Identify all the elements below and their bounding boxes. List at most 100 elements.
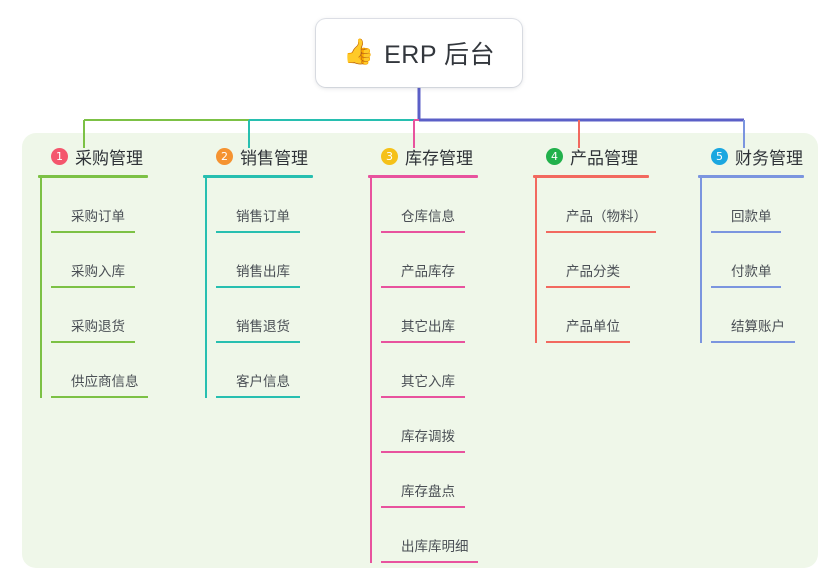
- branch-item-rule: [51, 341, 135, 343]
- branch-item-label: 采购入库: [71, 264, 125, 279]
- branch-item[interactable]: 采购退货: [51, 288, 148, 343]
- branch-item-label: 销售订单: [236, 209, 290, 224]
- branch-item-rule: [51, 396, 148, 398]
- branch-title: 财务管理: [735, 148, 803, 168]
- branch-item-rule: [216, 396, 300, 398]
- branch-item-rule: [381, 451, 465, 453]
- branch-item-rule: [711, 231, 781, 233]
- branch-item-label: 库存调拨: [401, 429, 455, 444]
- branch-item-label: 采购订单: [71, 209, 125, 224]
- branch-item-label: 客户信息: [236, 374, 290, 389]
- branch-item[interactable]: 产品分类: [546, 233, 649, 288]
- thumbs-up-icon: 👍: [342, 37, 375, 66]
- branch-number-badge: 3: [381, 147, 398, 165]
- branch-title: 销售管理: [240, 148, 308, 168]
- branch-header-1[interactable]: 1 采购管理: [38, 143, 148, 169]
- branch-item[interactable]: 产品单位: [546, 288, 649, 343]
- root-node[interactable]: 👍 ERP 后台: [316, 19, 522, 87]
- branch-header-rule: [38, 175, 148, 178]
- branch-item-label: 产品单位: [566, 319, 620, 334]
- branch-number-badge: 5: [711, 147, 728, 165]
- branch-header-rule: [533, 175, 649, 178]
- branch-item-label: 仓库信息: [401, 209, 455, 224]
- branch-header-rule: [368, 175, 478, 178]
- root-node-title: ERP 后台: [384, 41, 496, 69]
- branch-item[interactable]: 产品库存: [381, 233, 478, 288]
- branch-title: 库存管理: [405, 148, 473, 168]
- branch-item-rule: [546, 286, 630, 288]
- branch-item-list: 销售订单销售出库销售退货客户信息: [203, 178, 313, 398]
- branch-item[interactable]: 结算账户: [711, 288, 804, 343]
- branch-column-5: 5 财务管理回款单付款单结算账户: [698, 143, 804, 343]
- branch-header-4[interactable]: 4 产品管理: [533, 143, 649, 169]
- branch-number-badge: 4: [546, 147, 563, 165]
- branch-item[interactable]: 出库库明细: [381, 508, 478, 563]
- branch-item-rule: [216, 286, 300, 288]
- branch-item-label: 结算账户: [731, 319, 785, 334]
- branch-item[interactable]: 仓库信息: [381, 178, 478, 233]
- branch-spine: [700, 178, 702, 343]
- branch-item-label: 产品（物料）: [566, 209, 647, 224]
- branch-item-rule: [546, 231, 656, 233]
- branch-item-rule: [381, 396, 465, 398]
- branch-header-3[interactable]: 3 库存管理: [368, 143, 478, 169]
- branch-item-rule: [216, 231, 300, 233]
- branch-item[interactable]: 库存调拨: [381, 398, 478, 453]
- branch-item-list: 产品（物料） 产品分类产品单位: [533, 178, 656, 343]
- branch-number-badge: 1: [51, 147, 68, 165]
- branch-item-rule: [381, 341, 465, 343]
- branch-item-label: 销售退货: [236, 319, 290, 334]
- branch-spine: [40, 178, 42, 398]
- branch-item[interactable]: 供应商信息: [51, 343, 148, 398]
- branch-item-rule: [51, 231, 135, 233]
- branch-column-2: 2 销售管理销售订单销售出库销售退货客户信息: [203, 143, 313, 398]
- branch-item-rule: [381, 286, 465, 288]
- branch-item-label: 出库库明细: [401, 539, 469, 554]
- branch-item[interactable]: 其它出库: [381, 288, 478, 343]
- branch-item[interactable]: 销售退货: [216, 288, 313, 343]
- branch-spine: [205, 178, 207, 398]
- branch-item[interactable]: 采购入库: [51, 233, 148, 288]
- branch-item-label: 销售出库: [236, 264, 290, 279]
- branch-item-label: 采购退货: [71, 319, 125, 334]
- branch-item[interactable]: 销售订单: [216, 178, 313, 233]
- branch-item[interactable]: 产品（物料）: [546, 178, 656, 233]
- branch-spine: [535, 178, 537, 343]
- branch-spine: [370, 178, 372, 563]
- branch-column-4: 4 产品管理产品（物料） 产品分类产品单位: [533, 143, 656, 343]
- branch-item-label: 产品库存: [401, 264, 455, 279]
- branch-item-list: 采购订单采购入库采购退货供应商信息: [38, 178, 148, 398]
- branch-item-rule: [711, 286, 781, 288]
- branch-number-badge: 2: [216, 147, 233, 165]
- branch-item-label: 其它出库: [401, 319, 455, 334]
- branch-item-rule: [381, 231, 465, 233]
- branch-column-1: 1 采购管理采购订单采购入库采购退货供应商信息: [38, 143, 148, 398]
- branch-item[interactable]: 销售出库: [216, 233, 313, 288]
- branch-item-label: 其它入库: [401, 374, 455, 389]
- branch-item-rule: [546, 341, 630, 343]
- branch-item[interactable]: 库存盘点: [381, 453, 478, 508]
- branch-item-rule: [381, 561, 478, 563]
- branch-item-rule: [216, 341, 300, 343]
- branch-item[interactable]: 其它入库: [381, 343, 478, 398]
- branch-header-rule: [698, 175, 804, 178]
- branch-item[interactable]: 采购订单: [51, 178, 148, 233]
- branch-item-label: 付款单: [731, 264, 772, 279]
- branch-header-2[interactable]: 2 销售管理: [203, 143, 313, 169]
- branch-item-label: 库存盘点: [401, 484, 455, 499]
- branch-item[interactable]: 客户信息: [216, 343, 313, 398]
- branch-title: 采购管理: [75, 148, 143, 168]
- branch-header-5[interactable]: 5 财务管理: [698, 143, 804, 169]
- branch-item-list: 仓库信息产品库存其它出库其它入库库存调拨库存盘点出库库明细: [368, 178, 478, 563]
- root-node-content: 👍 ERP 后台: [343, 35, 495, 71]
- branch-item-rule: [51, 286, 135, 288]
- branch-item-list: 回款单付款单结算账户: [698, 178, 804, 343]
- branches-panel: [22, 133, 818, 568]
- branch-item-label: 产品分类: [566, 264, 620, 279]
- branch-item[interactable]: 付款单: [711, 233, 804, 288]
- branch-item-rule: [381, 506, 465, 508]
- branch-title: 产品管理: [570, 148, 638, 168]
- branch-item[interactable]: 回款单: [711, 178, 804, 233]
- branch-item-rule: [711, 341, 795, 343]
